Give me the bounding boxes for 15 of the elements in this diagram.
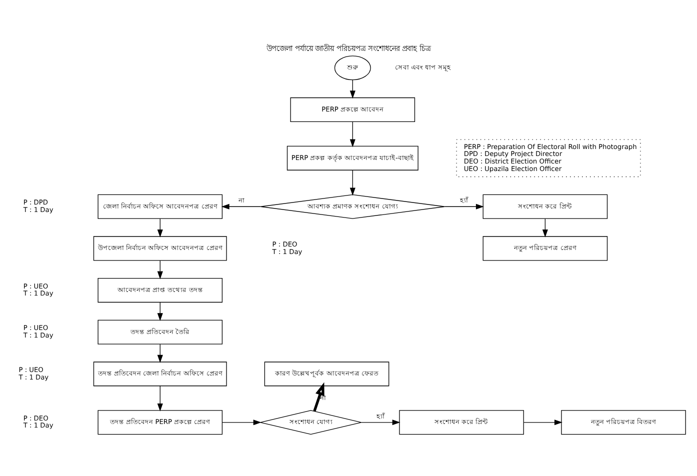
arrow <box>157 260 163 279</box>
arrow <box>157 343 163 362</box>
arrow <box>222 419 262 425</box>
arrow <box>350 169 356 196</box>
arrow <box>350 120 356 147</box>
arrow <box>313 382 324 411</box>
arrow <box>157 302 163 321</box>
arrow <box>221 203 261 209</box>
arrow <box>524 419 562 425</box>
arrow <box>542 218 548 237</box>
arrow <box>444 203 484 209</box>
arrow <box>350 79 356 98</box>
arrow <box>157 218 163 237</box>
arrow <box>361 419 400 425</box>
arrow <box>157 385 163 411</box>
